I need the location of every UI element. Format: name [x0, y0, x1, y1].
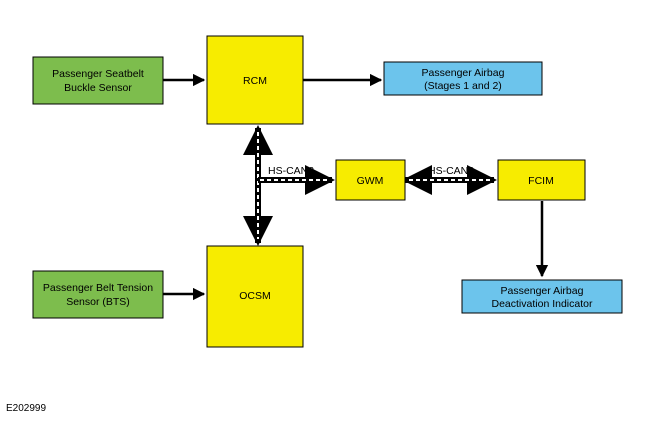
hs-can2-label: HS-CAN2	[268, 165, 314, 177]
seatbelt-sensor-label-line2: Buckle Sensor	[64, 82, 132, 94]
seatbelt-sensor-label-line1: Passenger Seatbelt	[52, 68, 144, 80]
gwm-label: GWM	[357, 175, 384, 187]
seatbelt-buckle-sensor-block: Passenger Seatbelt Buckle Sensor	[32, 56, 164, 105]
ocsm-label: OCSM	[239, 290, 271, 302]
indicator-label-line2: Deactivation Indicator	[492, 298, 593, 310]
airbag-label-line1: Passenger Airbag	[422, 67, 505, 79]
rcm-block: RCM	[206, 35, 304, 125]
fcim-block: FCIM	[497, 159, 586, 201]
indicator-label-line1: Passenger Airbag	[501, 285, 584, 297]
belt-tension-sensor-block: Passenger Belt Tension Sensor (BTS)	[32, 270, 164, 319]
ocsm-block: OCSM	[206, 245, 304, 348]
gwm-block: GWM	[335, 159, 406, 201]
passenger-airbag-block: Passenger Airbag (Stages 1 and 2)	[383, 61, 543, 96]
airbag-label-line2: (Stages 1 and 2)	[424, 80, 502, 92]
rcm-label: RCM	[243, 75, 267, 87]
airbag-deactivation-indicator-block: Passenger Airbag Deactivation Indicator	[461, 279, 623, 314]
hs-can3-label: HS-CAN3	[428, 165, 474, 177]
fcim-label: FCIM	[528, 175, 554, 187]
bts-label-line1: Passenger Belt Tension	[43, 282, 153, 294]
figure-id: E202999	[6, 403, 47, 414]
bts-label-line2: Sensor (BTS)	[66, 296, 130, 308]
